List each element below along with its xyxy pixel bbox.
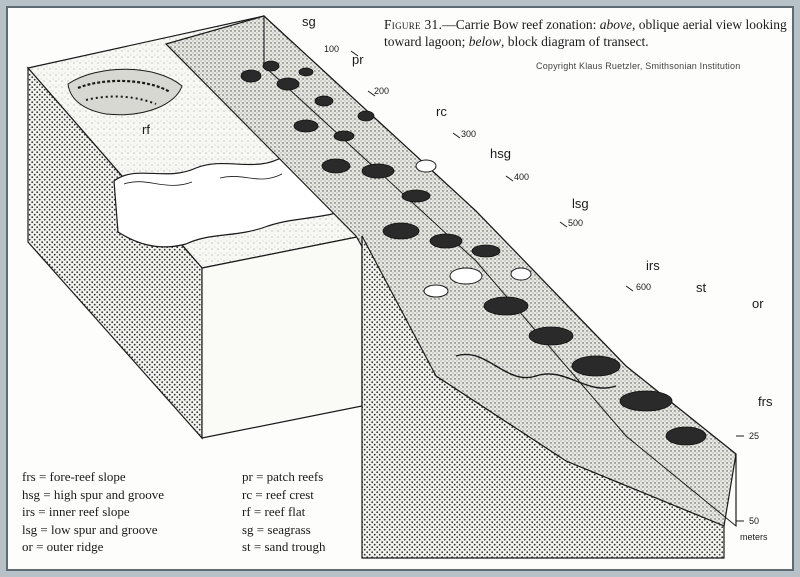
legend-item: or = outer ridge [22, 539, 104, 554]
legend-item: irs = inner reef slope [22, 504, 130, 519]
depth-unit: meters [740, 532, 768, 542]
legend-item: pr = patch reefs [242, 469, 324, 484]
distance-tick-100: 100 [324, 44, 340, 54]
distance-tick-400: 400 [514, 172, 530, 182]
legend-item: frs = fore-reef slope [22, 469, 126, 484]
figure-caption: Figure 31.—Carrie Bow reef zonation: abo… [384, 17, 787, 49]
legend-item: hsg = high spur and groove [22, 486, 165, 502]
zone-label-rf: rf [142, 122, 150, 137]
distance-tick-200: 200 [374, 86, 390, 96]
legend-right-column: pr = patch reefs rc = reef crest rf = re… [242, 468, 326, 556]
islet [67, 68, 183, 116]
right-block-front [361, 235, 725, 559]
figure-label: Figure 31. [384, 17, 443, 32]
left-block-side [201, 235, 363, 439]
zone-label-sg: sg [302, 14, 316, 29]
zone-label-lsg: lsg [572, 196, 589, 211]
legend-item: rc = reef crest [242, 486, 314, 502]
legend-item: st = sand trough [242, 539, 326, 554]
coral-patches [240, 60, 707, 446]
zone-label-hsg: hsg [490, 146, 511, 161]
legend-item: sg = seagrass [242, 521, 311, 537]
legend-item: rf = reef flat [242, 504, 306, 519]
reef-block-diagram [26, 14, 744, 559]
legend-item: lsg = low spur and groove [22, 521, 158, 537]
depth-tick-25: 25 [749, 431, 760, 441]
depth-tick-50: 50 [749, 516, 760, 526]
zone-label-frs: frs [758, 394, 773, 409]
zone-label-irs: irs [646, 258, 660, 273]
distance-tick-500: 500 [568, 218, 584, 228]
distance-tick-600: 600 [636, 282, 652, 292]
legend-left-column: frs = fore-reef slope hsg = high spur an… [22, 468, 164, 556]
distance-tick-300: 300 [461, 129, 477, 139]
zone-label-pr: pr [352, 52, 364, 67]
zone-label-rc: rc [436, 104, 447, 119]
distance-tick-marks [350, 50, 634, 292]
copyright-credit: Copyright Klaus Ruetzler, Smithsonian In… [536, 61, 741, 71]
zone-label-or: or [752, 296, 764, 311]
zone-label-st: st [696, 280, 707, 295]
